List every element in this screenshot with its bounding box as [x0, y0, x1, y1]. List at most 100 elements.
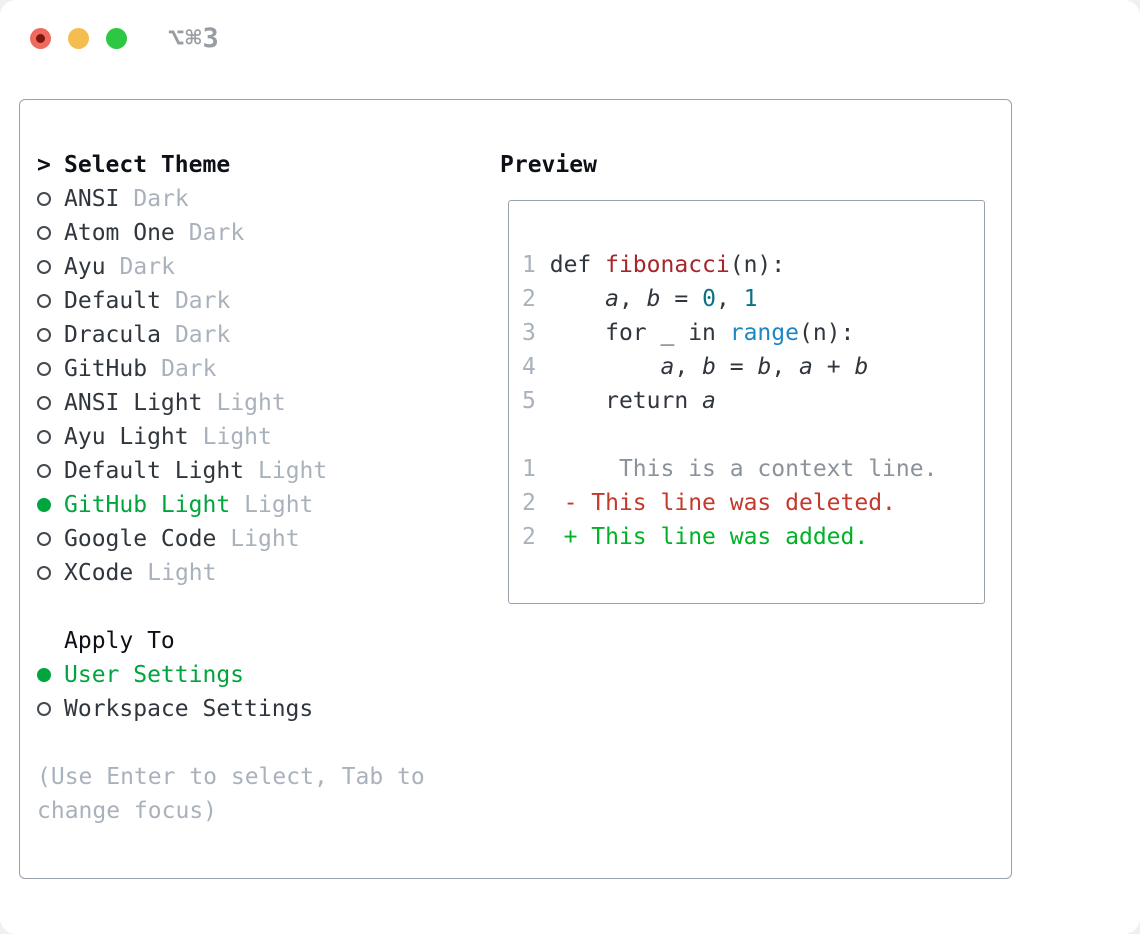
radio-unselected-icon	[37, 226, 64, 240]
prompt-icon: >	[37, 152, 51, 178]
theme-name: XCode	[64, 560, 134, 586]
radio-circle	[37, 192, 51, 206]
theme-option[interactable]: GitHub Dark	[37, 352, 469, 386]
code-segment: range	[729, 320, 799, 346]
line-number: 4	[522, 354, 536, 380]
theme-variant-badge: Light	[147, 560, 217, 586]
theme-option[interactable]: GitHub Light Light	[37, 488, 469, 522]
code-text: for _ in range(n):	[549, 320, 854, 346]
line-number: 3	[522, 320, 536, 346]
apply-to-title: Apply To	[64, 628, 175, 654]
theme-variant-badge: Light	[216, 390, 286, 416]
line-number: 5	[522, 388, 536, 414]
radio-unselected-icon	[37, 192, 64, 206]
radio-unselected-icon	[37, 396, 64, 410]
line-number: 1	[522, 252, 536, 278]
theme-variant-badge: Light	[230, 526, 300, 552]
theme-option[interactable]: XCode Light	[37, 556, 469, 590]
radio-circle	[37, 498, 51, 512]
code-line: 4 a, b = b, a + b	[522, 350, 984, 384]
code-segment: ,	[715, 286, 744, 312]
code-segment: for _ in	[549, 320, 730, 346]
radio-circle	[37, 430, 51, 444]
theme-variant-badge: Dark	[133, 186, 189, 212]
theme-name: ANSI	[64, 186, 120, 212]
code-segment: This is a context line.	[549, 456, 938, 482]
window-title: ⌥⌘3	[168, 22, 220, 54]
code-text: This is a context line.	[550, 456, 938, 482]
line-number: 2	[522, 286, 536, 312]
apply-option-label: Workspace Settings	[64, 696, 314, 722]
theme-name: ANSI Light	[64, 390, 203, 416]
minimize-button[interactable]	[68, 27, 89, 49]
diff-deleted-line: 2 - This line was deleted.	[522, 486, 984, 520]
radio-circle	[37, 396, 51, 410]
code-text: a, b = 0, 1	[550, 286, 758, 312]
radio-circle	[37, 328, 51, 342]
theme-name: Ayu	[64, 254, 106, 280]
theme-name: Ayu Light	[64, 424, 189, 450]
code-segment: ,	[674, 354, 703, 380]
theme-option[interactable]: Google Code Light	[37, 522, 469, 556]
radio-selected-icon	[37, 498, 64, 512]
theme-option[interactable]: Ayu Light Light	[37, 420, 469, 454]
theme-name: GitHub Light	[64, 492, 231, 518]
radio-circle	[37, 668, 51, 682]
radio-circle	[37, 260, 51, 274]
radio-selected-icon	[37, 668, 64, 682]
theme-picker-header: > Select Theme	[37, 148, 469, 182]
code-segment: a	[799, 354, 813, 380]
theme-variant-badge: Light	[258, 458, 328, 484]
theme-variant-badge: Dark	[188, 220, 245, 246]
maximize-button[interactable]	[106, 27, 127, 49]
code-segment	[550, 354, 661, 380]
code-segment: def	[549, 252, 606, 278]
radio-circle	[37, 566, 51, 580]
code-segment: (n):	[729, 252, 786, 278]
code-text: a, b = b, a + b	[550, 354, 869, 380]
code-segment: +	[812, 354, 855, 380]
code-line: 2 a, b = 0, 1	[522, 282, 984, 316]
code-segment: 0	[702, 286, 716, 312]
code-segment: ,	[618, 286, 647, 312]
close-button[interactable]	[30, 27, 51, 49]
theme-variant-badge: Dark	[174, 288, 231, 314]
line-number: 1	[522, 456, 536, 482]
radio-unselected-icon	[37, 260, 64, 274]
theme-name: Default Light	[64, 458, 245, 484]
code-segment: 1	[743, 286, 758, 312]
code-segment: a	[605, 286, 619, 312]
radio-circle	[37, 464, 51, 478]
apply-option[interactable]: Workspace Settings	[37, 692, 469, 726]
theme-option[interactable]: ANSI Light Light	[37, 386, 469, 420]
radio-unselected-icon	[37, 532, 64, 546]
theme-name: Google Code	[64, 526, 217, 552]
theme-option[interactable]: ANSI Dark	[37, 182, 469, 216]
code-segment	[550, 286, 605, 312]
theme-variant-badge: Dark	[161, 356, 217, 382]
radio-circle	[37, 702, 51, 716]
theme-variant-badge: Light	[244, 492, 314, 518]
radio-circle	[37, 362, 51, 376]
code-segment: b	[757, 354, 772, 380]
radio-circle	[37, 294, 51, 308]
window-titlebar: ⌥⌘3	[30, 23, 220, 54]
theme-variant-badge: Light	[202, 424, 272, 450]
theme-name: GitHub	[64, 356, 148, 382]
code-text: + This line was added.	[550, 524, 869, 550]
code-segment: + This line was added.	[549, 524, 869, 550]
code-segment: b	[702, 354, 716, 380]
spacer	[37, 590, 469, 624]
apply-option[interactable]: User Settings	[37, 658, 469, 692]
radio-unselected-icon	[37, 328, 64, 342]
theme-option[interactable]: Default Light Light	[37, 454, 469, 488]
radio-unselected-icon	[37, 362, 64, 376]
radio-circle	[37, 532, 51, 546]
